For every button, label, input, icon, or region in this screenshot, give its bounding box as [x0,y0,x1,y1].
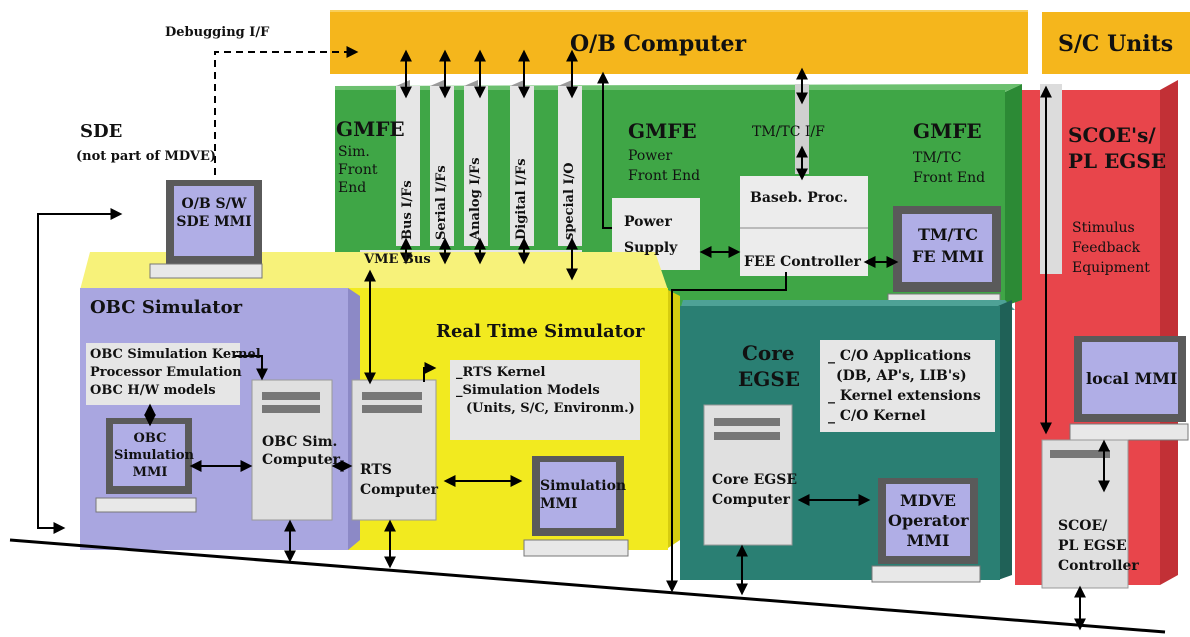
obc-sim-mmi-label-2: Simulation [114,448,194,463]
card-bus-label: Bus I/Fs [400,180,415,240]
stimulus-label-3: Equipment [1072,260,1150,276]
rts-kernel-label-3: (Units, S/C, Environm.) [466,401,635,416]
power-supply-label-1: Power [624,214,672,230]
sc-units-title: S/C Units [1058,31,1174,57]
co-apps-label-2: (DB, AP's, LIB's) [836,368,967,384]
core-egse-title-2: EGSE [738,367,801,391]
scoe-title-2: PL EGSE [1068,149,1167,173]
gmfe-sim-sub-1: Sim. [338,144,370,160]
rts-block-side [668,290,680,548]
stimulus-label-1: Stimulus [1072,220,1135,236]
card-analog-label: Analog I/Fs [468,157,483,240]
vme-bus-label: VME Bus [364,252,431,267]
rts-computer-label-1: RTS [360,462,392,478]
sde-mmi-monitor [149,180,263,279]
obc-kernel-label-1: OBC Simulation Kernel [90,347,261,362]
obc-sim-computer-label-1: OBC Sim. [262,434,338,450]
core-egse-title-1: Core [742,341,795,365]
card-special-label: special I/O [562,162,577,240]
baseb-proc-label: Baseb. Proc. [750,190,848,206]
sde-title: SDE [80,121,123,142]
core-egse-computer-label-1: Core EGSE [712,472,798,488]
gmfe-block-side [1005,84,1022,306]
obc-sim-mmi-label-1: OBC [133,431,167,446]
mdve-mmi-label-3: MMI [906,531,950,550]
gmfe-sim-sub-3: End [338,180,367,196]
local-mmi-monitor [1069,336,1189,441]
card-serial-label: Serial I/Fs [434,165,449,240]
gmfe-sim-sub-2: Front [338,162,378,178]
gmfe-power-sub-1: Power [628,148,673,164]
rts-computer-label-2: Computer [360,482,439,498]
fee-controller-label: FEE Controller [744,254,861,270]
obc-kernel-label-2: Processor Emulation [90,365,242,380]
baseb-fee-box [740,176,868,276]
sc-units-bar [1042,12,1190,74]
rts-kernel-label-2: _Simulation Models [456,383,600,398]
sde-mmi-label-2: SDE MMI [176,214,252,230]
tmtc-fe-mmi-label-1: TM/TC [917,225,979,244]
simulation-mmi-label-2: MMI [540,496,578,512]
obc-simulator-title: OBC Simulator [90,297,243,318]
mdve-operator-mmi-monitor [871,478,981,583]
ob-computer-title: O/B Computer [570,31,747,57]
obc-sim-computer-label-2: Computer [262,452,341,468]
rts-kernel-callout [450,360,640,440]
rts-computer-tower [351,379,437,521]
obc-kernel-label-3: OBC H/W models [90,383,216,398]
obc-sim-computer-tower [251,379,333,521]
co-apps-label-1: _ C/O Applications [828,348,972,364]
gmfe-sim-title: GMFE [336,117,405,141]
scoe-box-side [1160,80,1178,585]
co-apps-label-3: _ Kernel extensions [828,388,981,404]
card-arrows [144,49,1110,631]
co-apps-label-4: _ C/O Kernel [828,408,926,424]
simulation-mmi-monitor [523,456,629,557]
gmfe-tmtc-title: GMFE [913,119,982,143]
core-egse-side [998,300,1012,580]
scoe-controller-label-2: PL EGSE [1058,538,1127,554]
local-mmi-label: local MMI [1086,369,1178,388]
gmfe-tmtc-sub-1: TM/TC [913,150,962,166]
mdve-mmi-label-1: MDVE [900,491,956,510]
gmfe-tmtc-sub-2: Front End [913,170,986,186]
lan-bus-line [9,538,1166,634]
mdve-mmi-label-2: Operator [888,511,969,530]
core-egse-computer-tower [703,404,793,546]
power-supply-label-2: Supply [624,240,678,256]
gmfe-power-sub-2: Front End [628,168,701,184]
tmtc-if-label: TM/TC I/F [752,124,825,140]
scoe-controller-label-3: Controller [1058,558,1139,574]
debugging-if-label: Debugging I/F [165,25,270,40]
stimulus-label-2: Feedback [1072,240,1141,256]
sde-mmi-label-1: O/B S/W [181,196,247,212]
scoe-controller-tower [1041,439,1129,589]
rts-kernel-label-1: _RTS Kernel [456,365,546,380]
simulation-mmi-label-1: Simulation [540,478,627,494]
co-apps-callout [820,340,995,432]
sde-note: (not part of MDVE) [76,149,217,164]
core-egse-computer-label-2: Computer [712,492,791,508]
tmtc-fe-mmi-label-2: FE MMI [911,247,985,266]
stimulus-bar [1040,84,1062,274]
obc-sim-mmi-label-3: MMI [132,465,168,480]
scoe-title-1: SCOE's/ [1068,123,1156,147]
gmfe-cards [396,80,582,246]
card-digital-label: Digital I/Fs [514,158,529,240]
sde-bracket-arrow [37,208,123,534]
debug-if-dashed [214,46,359,175]
scoe-controller-label-1: SCOE/ [1058,518,1108,534]
gmfe-power-title: GMFE [628,119,697,143]
real-time-simulator-title: Real Time Simulator [436,321,645,342]
